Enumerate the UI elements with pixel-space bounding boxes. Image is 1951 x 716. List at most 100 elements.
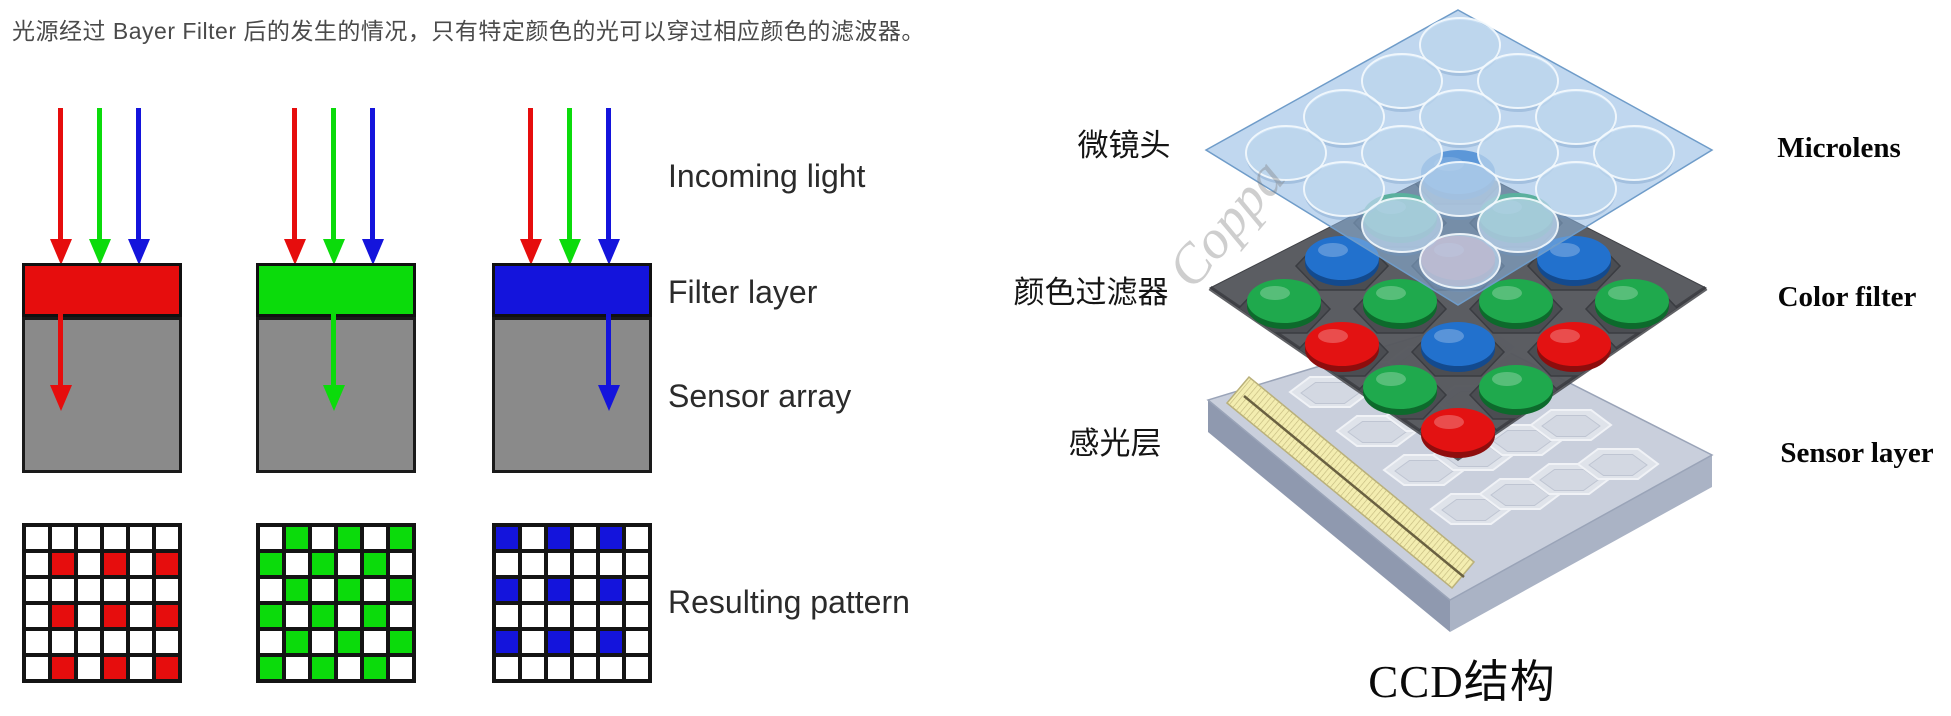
- arrow-shaft: [58, 108, 63, 241]
- pattern-cell: [390, 553, 412, 575]
- ccd-structure-title: CCD结构: [1368, 657, 1556, 707]
- pattern-cell: [600, 657, 622, 679]
- pattern-cell: [286, 579, 308, 601]
- pattern-cell: [78, 631, 100, 653]
- incoming-light-arrow-r: [50, 108, 72, 265]
- pattern-cell: [548, 553, 570, 575]
- arrow-head: [89, 239, 111, 265]
- filter-dot-b: [1537, 236, 1611, 286]
- pattern-cell: [52, 605, 74, 627]
- pattern-cell: [390, 657, 412, 679]
- pattern-cell: [130, 631, 152, 653]
- arrow-shaft: [567, 108, 572, 241]
- arrow-shaft: [58, 268, 63, 387]
- pattern-cell: [78, 527, 100, 549]
- pattern-cell: [156, 605, 178, 627]
- pattern-cell: [260, 657, 282, 679]
- pattern-cell: [78, 553, 100, 575]
- passed-light-arrow-r: [50, 268, 72, 411]
- filter-hexagon: [1642, 327, 1706, 377]
- pattern-cell: [600, 553, 622, 575]
- pattern-cell: [574, 527, 596, 549]
- incoming-light-arrow-r: [520, 108, 542, 265]
- incoming-light-arrow-g: [323, 108, 345, 265]
- pattern-cell: [286, 527, 308, 549]
- pattern-cell: [156, 631, 178, 653]
- pattern-cell: [338, 605, 360, 627]
- arrow-head: [323, 385, 345, 411]
- filter-block: [492, 263, 652, 317]
- pattern-cell: [338, 657, 360, 679]
- pattern-cell: [600, 605, 622, 627]
- filter-dot-r: [1537, 322, 1611, 372]
- pattern-cell: [26, 631, 48, 653]
- pattern-cell: [312, 579, 334, 601]
- arrow-head: [520, 239, 542, 265]
- pattern-cell: [522, 527, 544, 549]
- filter-block: [256, 263, 416, 317]
- passed-light-arrow-g: [323, 268, 345, 411]
- incoming-light-arrow-g: [89, 108, 111, 265]
- pattern-cell: [626, 657, 648, 679]
- pattern-cell: [130, 657, 152, 679]
- pattern-cell: [574, 605, 596, 627]
- pattern-cell: [522, 657, 544, 679]
- pattern-cell: [52, 553, 74, 575]
- pattern-cell: [260, 553, 282, 575]
- pattern-cell: [130, 527, 152, 549]
- incoming-light-arrow-r: [284, 108, 306, 265]
- pattern-cell: [522, 631, 544, 653]
- pattern-cell: [496, 527, 518, 549]
- pattern-cell: [130, 605, 152, 627]
- pattern-cell: [522, 553, 544, 575]
- arrow-shaft: [331, 108, 336, 241]
- filter-dot-g: [1479, 279, 1553, 329]
- pattern-cell: [338, 579, 360, 601]
- sensor-block: [22, 317, 182, 473]
- incoming-light-arrow-g: [559, 108, 581, 265]
- pattern-cell: [156, 657, 178, 679]
- pattern-cell: [286, 631, 308, 653]
- pattern-cell: [600, 579, 622, 601]
- pattern-cell: [312, 605, 334, 627]
- arrow-head: [598, 239, 620, 265]
- arrow-shaft: [97, 108, 102, 241]
- bayer-column-g: [256, 0, 416, 716]
- passed-light-arrow-b: [598, 268, 620, 411]
- pattern-cell: [104, 553, 126, 575]
- arrow-head: [50, 385, 72, 411]
- pattern-cell: [390, 605, 412, 627]
- pattern-cell: [78, 579, 100, 601]
- pattern-cell: [26, 657, 48, 679]
- filter-dot-g: [1595, 279, 1669, 329]
- pattern-cell: [364, 631, 386, 653]
- pattern-cell: [496, 605, 518, 627]
- pattern-cell: [260, 605, 282, 627]
- pattern-cell: [626, 527, 648, 549]
- pattern-cell: [156, 553, 178, 575]
- pattern-cell: [312, 657, 334, 679]
- label-incoming-light: Incoming light: [668, 158, 866, 194]
- pattern-cell: [130, 579, 152, 601]
- pattern-cell: [496, 631, 518, 653]
- arrow-head: [362, 239, 384, 265]
- incoming-light-arrow-b: [362, 108, 384, 265]
- pattern-cell: [260, 579, 282, 601]
- pattern-cell: [496, 579, 518, 601]
- pattern-cell: [52, 657, 74, 679]
- label-zh-sensor-layer: 感光层: [1069, 426, 1162, 461]
- pattern-cell: [548, 605, 570, 627]
- pattern-cell: [574, 579, 596, 601]
- pattern-cell: [26, 553, 48, 575]
- arrow-shaft: [136, 108, 141, 241]
- arrow-head: [559, 239, 581, 265]
- pattern-cell: [364, 657, 386, 679]
- pattern-cell: [548, 527, 570, 549]
- label-en-color-filter: Color filter: [1778, 281, 1917, 313]
- pattern-cell: [496, 657, 518, 679]
- pattern-cell: [574, 553, 596, 575]
- pattern-cell: [338, 553, 360, 575]
- pattern-cell: [104, 605, 126, 627]
- pattern-cell: [52, 527, 74, 549]
- pattern-cell: [156, 527, 178, 549]
